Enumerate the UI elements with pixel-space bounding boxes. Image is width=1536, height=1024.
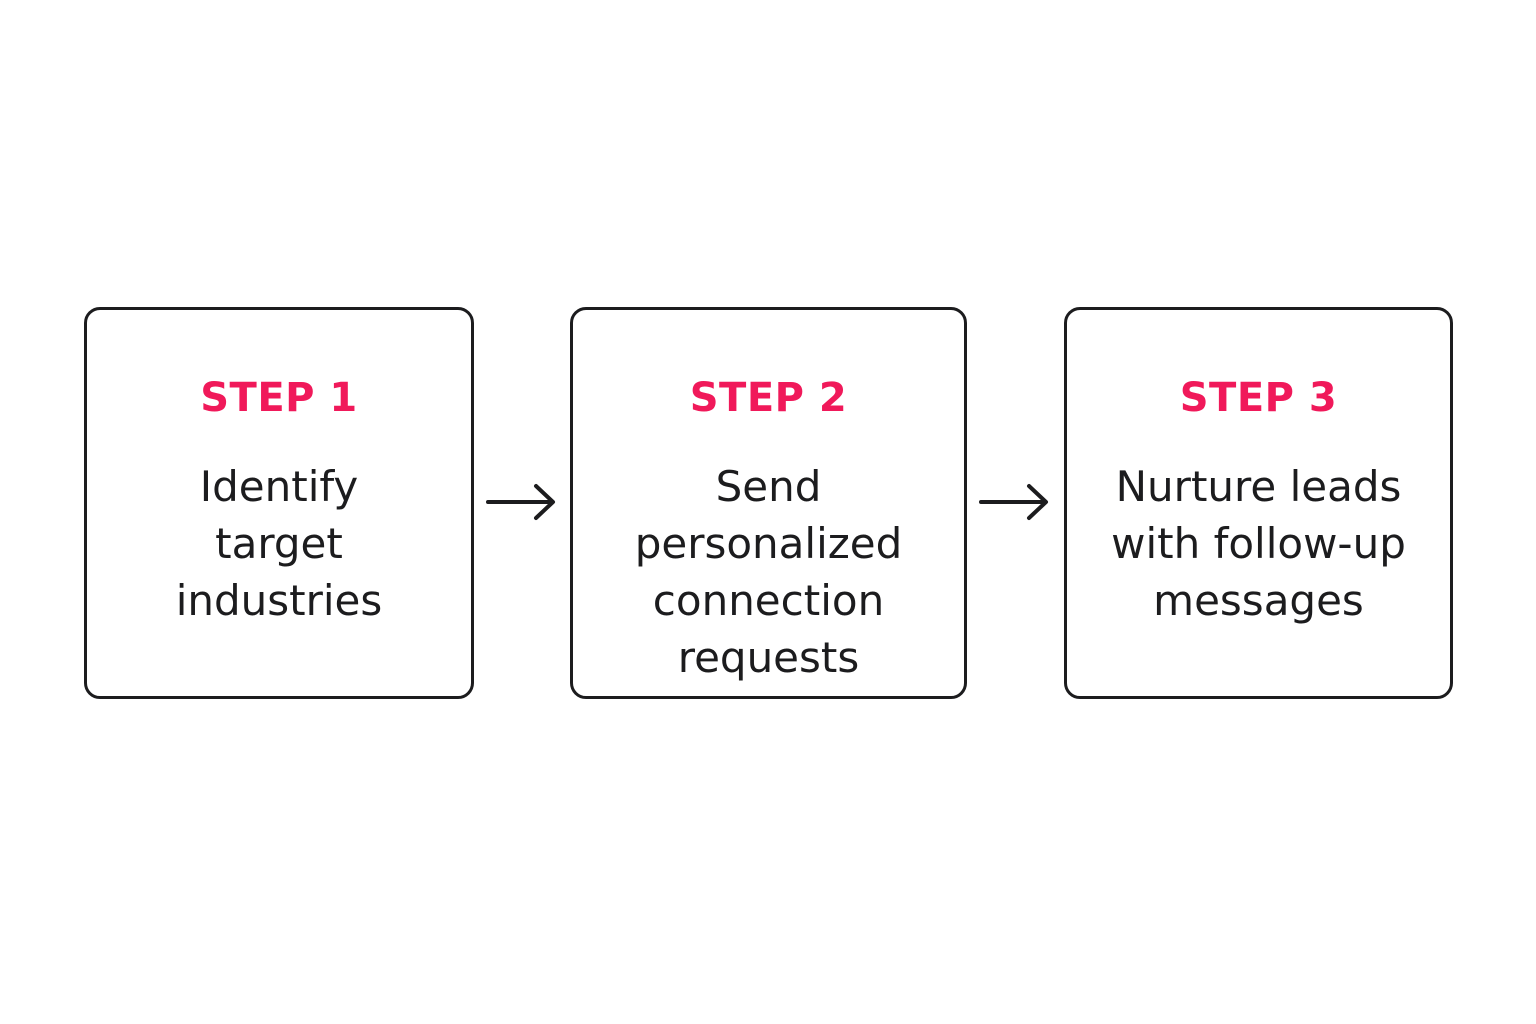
step-2-description: Send personalized connection requests: [573, 458, 964, 686]
step-2-description-line: Send: [715, 462, 822, 511]
step-3-box: STEP 3 Nurture leads with follow-up mess…: [1064, 307, 1453, 699]
step-3-description-line: with follow-up: [1111, 519, 1406, 568]
step-3-description-line: messages: [1153, 576, 1364, 625]
step-2-description-line: personalized: [634, 519, 903, 568]
step-2-description-line: connection: [652, 576, 885, 625]
step-3-description-line: Nurture leads: [1115, 462, 1402, 511]
step-2-box: STEP 2 Send personalized connection requ…: [570, 307, 967, 699]
step-1-description: Identify target industries: [87, 458, 471, 629]
step-3-description: Nurture leads with follow-up messages: [1067, 458, 1450, 629]
step-2-label: STEP 2: [689, 375, 848, 421]
arrow-right-icon: [486, 484, 555, 520]
arrow-right-icon: [979, 484, 1048, 520]
step-1-label: STEP 1: [200, 375, 358, 421]
step-1-description-line: target: [215, 519, 343, 568]
step-1-description-line: Identify: [199, 462, 359, 511]
step-1-box: STEP 1 Identify target industries: [84, 307, 474, 699]
step-2-description-line: requests: [677, 633, 860, 682]
step-1-description-line: industries: [175, 576, 383, 625]
step-3-label: STEP 3: [1179, 375, 1338, 421]
